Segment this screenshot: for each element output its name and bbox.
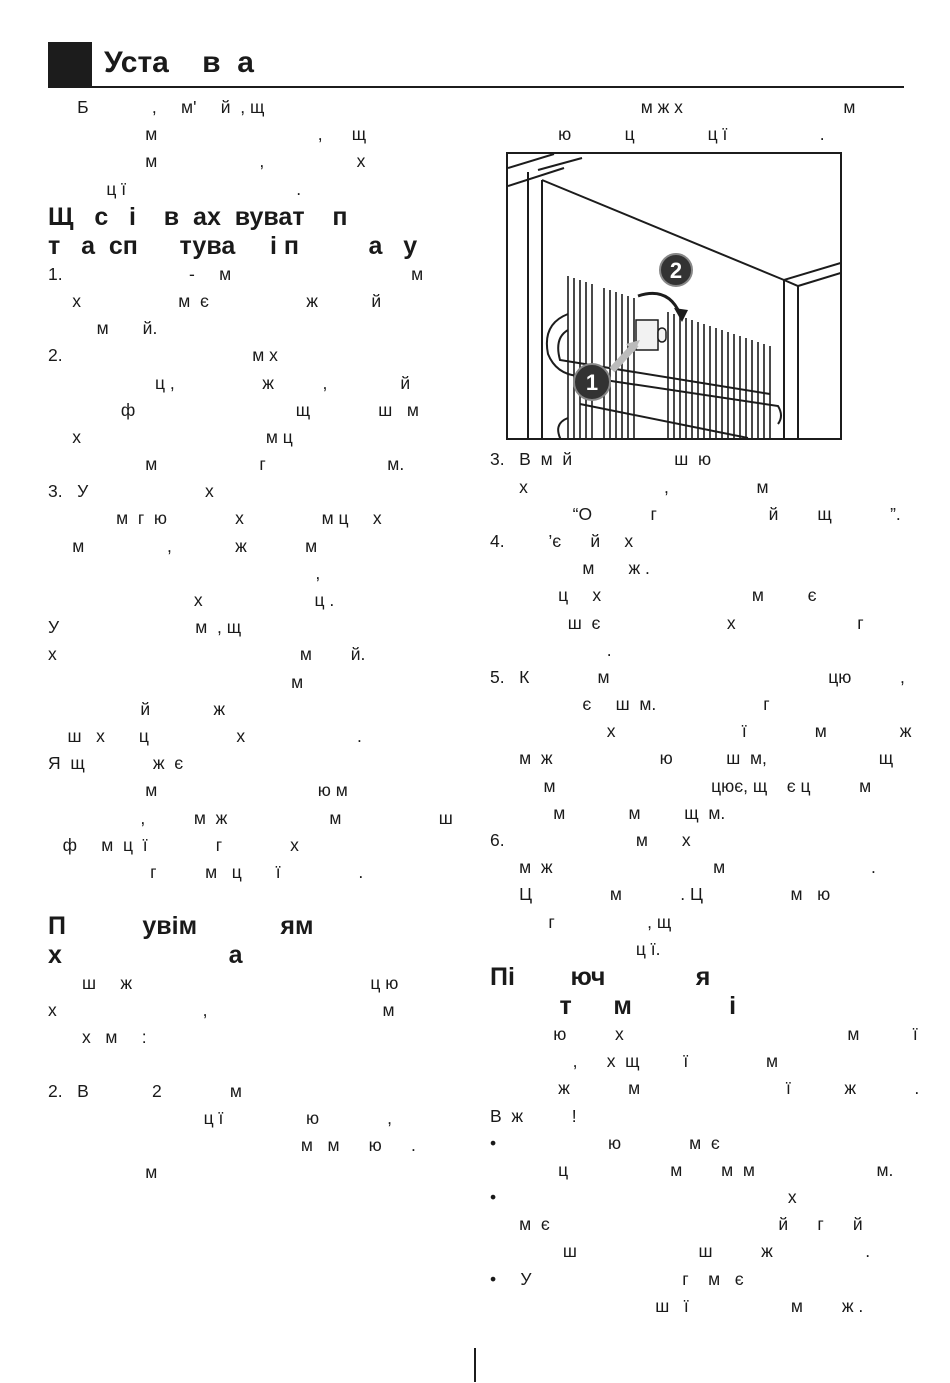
- text-line: х ї м ж: [490, 721, 912, 742]
- section-heading: х а: [48, 941, 243, 970]
- text-line: • ю м є: [490, 1132, 720, 1153]
- section-title: Уста в а: [104, 46, 254, 79]
- text-line: х м :: [48, 1027, 147, 1048]
- text-line: ц ї ю ,: [48, 1107, 393, 1128]
- text-line: м ж м .: [490, 857, 876, 878]
- text-line: х м є ж й: [48, 290, 382, 311]
- text-line: м: [48, 671, 304, 692]
- text-line: 2. м х: [48, 345, 278, 366]
- text-line: ,: [48, 562, 321, 583]
- text-line: м , щ: [48, 124, 367, 145]
- text-line: ц х м є: [490, 585, 817, 606]
- text-line: Б , м' й , щ: [48, 97, 265, 117]
- text-line: ц , ж , й: [48, 372, 411, 393]
- text-line: х , м: [490, 476, 769, 497]
- text-line: ш х ц х .: [48, 725, 362, 746]
- text-line: ф м ц ї г х: [48, 834, 299, 855]
- text-line: м ж ю ш м, щ: [490, 748, 894, 769]
- text-line: й ж: [48, 698, 226, 719]
- text-line: 1. - м м: [48, 263, 424, 284]
- right-column-intro: м ж х м ю ц ц ї .: [490, 94, 904, 148]
- text-line: м м щ м.: [490, 802, 726, 823]
- text-line: ж м ї ж .: [490, 1078, 920, 1099]
- text-line: У м , щ: [48, 617, 242, 638]
- callout-2: 2: [670, 258, 682, 283]
- page-footer-mark: [474, 1348, 476, 1382]
- section-marker: [48, 42, 92, 86]
- spacer: [48, 886, 448, 912]
- text-line: 3. У х: [48, 481, 214, 502]
- right-column: м ж х м ю ц ц ї .: [490, 94, 920, 1320]
- text-line: .: [490, 639, 612, 660]
- text-line: х м й.: [48, 644, 366, 665]
- text-line: г м ц ї .: [48, 861, 364, 882]
- text-line: ш ж ц ю: [48, 973, 399, 994]
- installation-figure: 1 2: [506, 152, 842, 441]
- text-line: ш є х г: [490, 612, 864, 633]
- text-line: м є й г й: [490, 1214, 863, 1235]
- text-line: В ж !: [490, 1105, 577, 1126]
- right-column-body: 3. В м й ш ю х , м “О г й щ ”. 4. ’є й х: [490, 446, 920, 1320]
- text-line: м цює, щ є ц м: [490, 775, 872, 796]
- text-line: м ж .: [490, 558, 650, 579]
- text-line: ш ш ж .: [490, 1241, 871, 1262]
- section-heading: Щ с і в ах вуват п: [48, 202, 348, 231]
- text-line: ф щ ш м: [48, 399, 419, 420]
- section-heading: т а сп тува і п а у: [48, 231, 418, 260]
- spacer-part: [635, 319, 667, 352]
- section-heading: т м і: [490, 991, 737, 1020]
- section-heading: П увім ям: [48, 912, 314, 941]
- text-line: г , щ: [490, 911, 672, 932]
- text-line: м , ж м: [48, 535, 318, 556]
- text-line: м г м.: [48, 454, 405, 475]
- callout-1: 1: [586, 370, 598, 395]
- text-line: ц м м м м.: [490, 1159, 894, 1180]
- fridge-illustration: 1 2: [508, 154, 840, 439]
- text-line: ц ї .: [48, 178, 302, 199]
- text-line: м г ю х м ц х: [48, 508, 382, 529]
- section-heading: Пі юч я: [490, 962, 711, 991]
- text-line: • У г м є: [490, 1268, 744, 1289]
- section-rule: [48, 86, 904, 88]
- text-line: 4. ’є й х: [490, 530, 634, 551]
- text-line: Ц м . Ц м ю: [490, 884, 831, 905]
- text-line: є ш м. г: [490, 694, 770, 715]
- text-line: ю ц ц ї .: [490, 124, 825, 145]
- text-line: х ц .: [48, 590, 335, 610]
- text-line: Я щ ж є: [48, 753, 184, 774]
- text-line: • х: [490, 1187, 797, 1208]
- text-line: ш ї м ж .: [490, 1295, 864, 1316]
- text-line: “О г й щ ”.: [490, 503, 901, 524]
- text-line: ю х м ї: [490, 1023, 918, 1044]
- text-line: 5. К м цю ,: [490, 666, 905, 687]
- text-line: м м ю .: [48, 1135, 416, 1155]
- text-line: м ю м: [48, 780, 348, 801]
- text-line: х м ц: [48, 426, 293, 447]
- left-column: Б , м' й , щ м , щ м , х ц ї: [48, 94, 453, 1186]
- text-line: , м ж м ш: [48, 807, 453, 828]
- text-line: ц ї.: [490, 938, 661, 959]
- text-line: м , х: [48, 151, 366, 172]
- text-line: , х щ ї м: [490, 1051, 779, 1072]
- text-line: х , м: [48, 1000, 395, 1021]
- text-line: 6. м х: [490, 830, 691, 850]
- text-line: м: [48, 1162, 158, 1183]
- text-line: м й.: [48, 318, 158, 339]
- text-line: 2. В 2 м: [48, 1080, 242, 1101]
- text-line: м ж х м: [490, 97, 856, 117]
- text-line: 3. В м й ш ю: [490, 449, 712, 470]
- spacer: [48, 1052, 448, 1078]
